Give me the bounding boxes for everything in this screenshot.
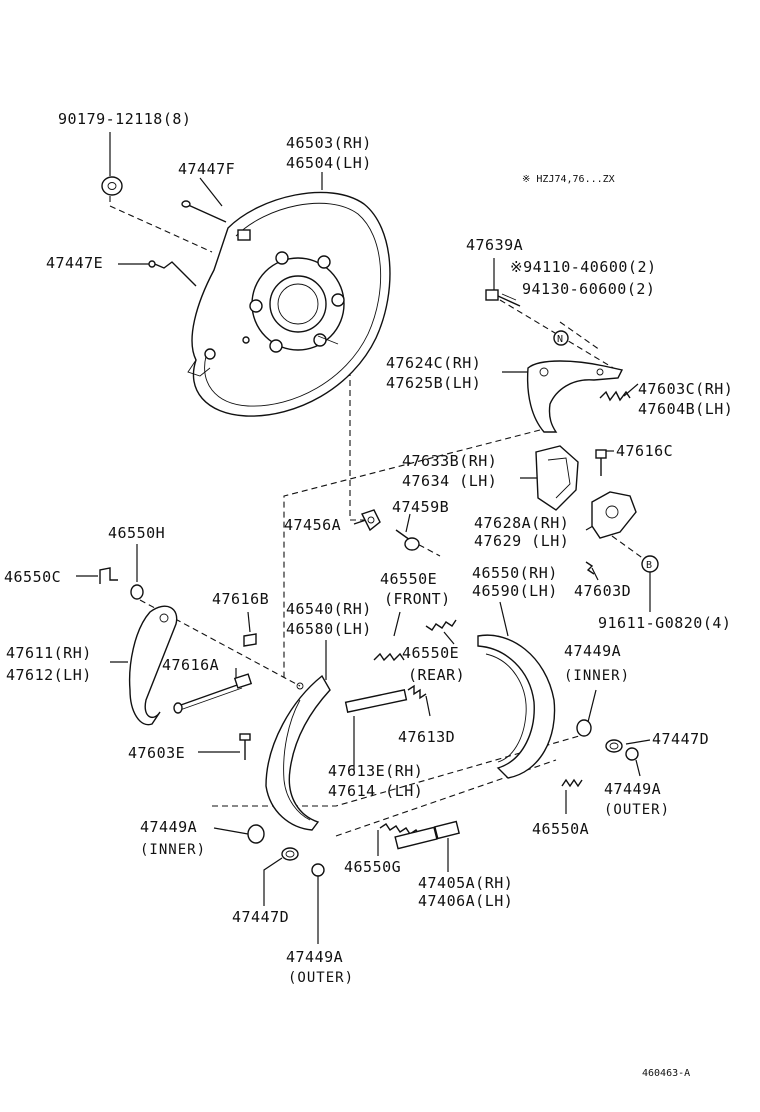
cup-47449a-inner-left-icon — [247, 824, 265, 844]
part-labels: 90179-12118(8) 46503(RH) 46504(LH) 47447… — [4, 110, 733, 1079]
label-47447f: 47447F — [178, 160, 235, 178]
label-rear-tag: (REAR) — [408, 666, 465, 684]
spring-47603d-icon — [585, 561, 595, 575]
spring-47613d-icon — [407, 684, 427, 700]
label-47603d: 47603D — [574, 582, 631, 600]
rod-47616a-icon — [173, 673, 253, 714]
label-46550a: 46550A — [532, 820, 589, 838]
label-lever-lh: 47625B(LH) — [386, 374, 481, 392]
adjuster-47405a-icon — [394, 820, 460, 850]
label-46550h: 46550H — [108, 524, 165, 542]
housing-47633b-icon — [535, 445, 579, 511]
svg-text:N: N — [557, 334, 563, 345]
ref-b-icon: B — [641, 555, 659, 573]
parking-lever-icon — [526, 360, 624, 433]
label-91611: 91611-G0820(4) — [598, 614, 731, 632]
pin-47603e-icon — [239, 733, 251, 760]
spring-47447d-left-icon — [281, 847, 299, 861]
label-cover-lh: 47629 (LH) — [474, 532, 569, 550]
label-plate-lh: 46504(LH) — [286, 154, 372, 172]
label-47639a: 47639A — [466, 236, 523, 254]
label-outer-tag-r: (OUTER) — [604, 802, 670, 818]
strut-47613e-icon — [344, 689, 408, 713]
drawing-id: 460463-A — [642, 1068, 690, 1079]
spring-47603c-icon — [599, 390, 631, 402]
label-shoe-46580-lh: 46580(LH) — [286, 620, 372, 638]
label-47603c: 47603C(RH) — [638, 380, 733, 398]
cup-47449a-inner-right-icon — [576, 719, 592, 737]
label-47616b: 47616B — [212, 590, 269, 608]
label-47603e: 47603E — [128, 744, 185, 762]
label-46550e-rear: 46550E — [402, 644, 459, 662]
pin-47459b-icon — [395, 529, 420, 551]
spring-46550a-icon — [561, 778, 583, 788]
svg-text:B: B — [646, 560, 652, 571]
label-note: ※ HZJ74,76...ZX — [522, 174, 615, 185]
label-47616c: 47616C — [616, 442, 673, 460]
label-46550g: 46550G — [344, 858, 401, 876]
label-47449a-outer-l: 47449A — [286, 948, 343, 966]
label-47614: 47614 (LH) — [328, 782, 423, 800]
wire-47447e-icon — [148, 260, 197, 287]
label-lever-rh: 47624C(RH) — [386, 354, 481, 372]
label-47447d-r: 47447D — [652, 730, 709, 748]
cup-47449a-outer-right-icon — [625, 747, 639, 761]
backing-plate-icon — [187, 191, 391, 417]
label-47449a-inner-r: 47449A — [564, 642, 621, 660]
label-front-tag: (FRONT) — [384, 590, 451, 608]
label-plate-rh: 46503(RH) — [286, 134, 372, 152]
label-47613e: 47613E(RH) — [328, 762, 423, 780]
label-47612: 47612(LH) — [6, 666, 92, 684]
label-46550e-front: 46550E — [380, 570, 437, 588]
brake-shoe-left-icon — [265, 674, 331, 831]
lever-47611-icon — [128, 605, 178, 726]
label-shoe-46550-rh: 46550(RH) — [472, 564, 558, 582]
label-47447e: 47447E — [46, 254, 103, 272]
label-inner-tag-r: (INNER) — [564, 668, 630, 684]
cup-47449a-outer-left-icon — [311, 863, 325, 877]
label-shoe-46590-lh: 46590(LH) — [472, 582, 558, 600]
pin-47616b-icon — [243, 633, 257, 647]
spring-47447d-right-icon — [605, 739, 623, 753]
spring-46550e-rear-icon — [425, 619, 457, 631]
label-47604b: 47604B(LH) — [638, 400, 733, 418]
spring-46550e-front-icon — [373, 652, 405, 662]
label-47456a: 47456A — [284, 516, 341, 534]
label-adjuster-rh: 47405A(RH) — [418, 874, 513, 892]
label-47459b: 47459B — [392, 498, 449, 516]
label-46550c: 46550C — [4, 568, 61, 586]
label-bolt-90179: 90179-12118(8) — [58, 110, 191, 128]
label-outer-tag-l: (OUTER) — [288, 970, 354, 986]
washer-46550h-icon — [130, 584, 144, 600]
label-94130: 94130-60600(2) — [522, 280, 655, 298]
label-shoe-46540-rh: 46540(RH) — [286, 600, 372, 618]
label-47447d-l: 47447D — [232, 908, 289, 926]
label-94110: ※94110-40600(2) — [510, 258, 657, 276]
label-47611: 47611(RH) — [6, 644, 92, 662]
cover-47628a-icon — [591, 491, 637, 539]
nut-90179-icon — [101, 176, 123, 196]
label-inner-tag-l: (INNER) — [140, 842, 206, 858]
label-47449a-outer-r: 47449A — [604, 780, 661, 798]
label-housing-rh: 47633B(RH) — [402, 452, 497, 470]
ref-n-icon: N — [553, 330, 569, 346]
plate-47456a-icon — [361, 509, 381, 532]
pin-47447f-icon — [181, 200, 227, 223]
label-adjuster-lh: 47406A(LH) — [418, 892, 513, 910]
bolt-47639a-icon — [485, 289, 521, 307]
label-47449a-inner-l: 47449A — [140, 818, 197, 836]
label-cover-rh: 47628A(RH) — [474, 514, 569, 532]
label-housing-lh: 47634 (LH) — [402, 472, 497, 490]
parts: N — [99, 176, 659, 877]
pin-47616c-icon — [595, 449, 607, 476]
brake-shoe-right-icon — [477, 634, 556, 779]
label-47613d: 47613D — [398, 728, 455, 746]
clip-46550c-icon — [99, 567, 118, 584]
label-47616a: 47616A — [162, 656, 219, 674]
